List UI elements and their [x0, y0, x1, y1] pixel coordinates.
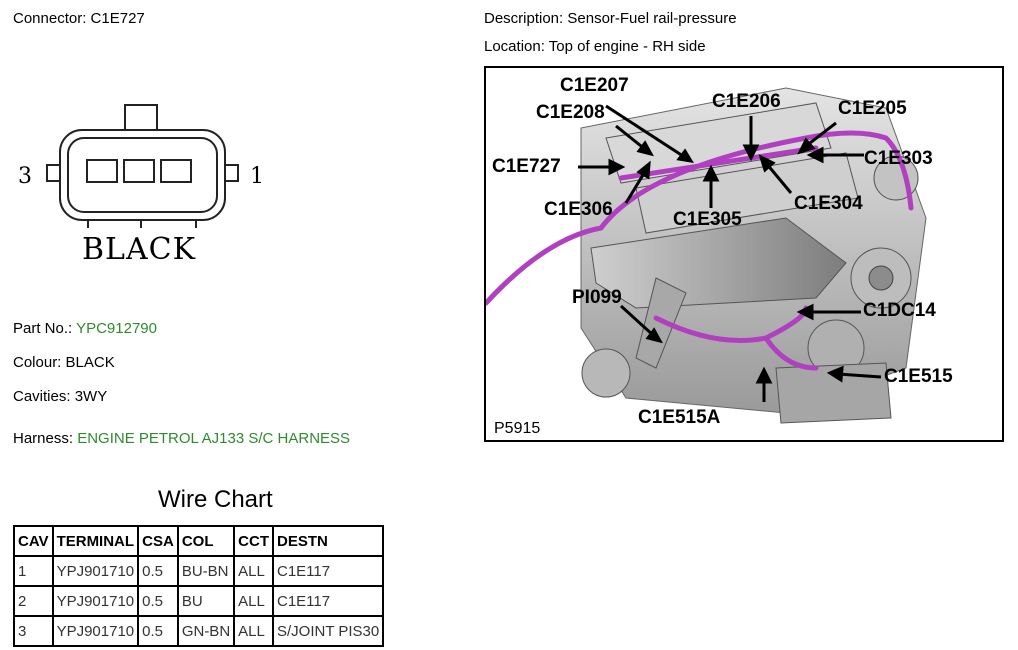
cell-cav: 2: [13, 585, 54, 617]
part-no-link[interactable]: YPC912790: [76, 320, 157, 337]
header-cav: CAV: [13, 525, 54, 557]
cell-col: BU: [176, 585, 236, 617]
cell-csa: 0.5: [137, 585, 179, 617]
callout-c1e207: C1E207: [560, 75, 629, 96]
cell-cct: ALL: [233, 585, 274, 617]
engine-illustration: [486, 87, 927, 424]
description-value: Sensor-Fuel rail-pressure: [567, 10, 737, 27]
harness-line: Harness: ENGINE PETROL AJ133 S/C HARNESS: [13, 430, 350, 447]
cell-csa: 0.5: [137, 615, 179, 647]
callout-c1e206: C1E206: [712, 91, 781, 112]
cell-cct: ALL: [233, 555, 274, 587]
cavities-value: 3WY: [74, 388, 108, 405]
table-row: 2 YPJ901710 0.5 BU ALL C1E117: [13, 585, 385, 617]
cell-col: GN-BN: [176, 615, 236, 647]
header-terminal: TERMINAL: [51, 525, 140, 557]
cavities-line: Cavities: 3WY: [13, 388, 107, 405]
connector-face-diagram: 3 1: [18, 104, 264, 228]
part-no-line: Part No.: YPC912790: [13, 320, 157, 337]
cell-terminal: YPJ901710: [51, 615, 140, 647]
callout-pi099: PI099: [572, 287, 622, 308]
cell-col: BU-BN: [176, 555, 236, 587]
cell-destn: C1E117: [271, 555, 385, 587]
wire-chart-title: Wire Chart: [158, 486, 273, 513]
callout-c1e205: C1E205: [838, 98, 907, 119]
callout-c1e305: C1E305: [673, 209, 742, 230]
location-value: Top of engine - RH side: [548, 38, 706, 55]
harness-label: Harness:: [13, 430, 74, 447]
description-line: Description: Sensor-Fuel rail-pressure: [484, 10, 737, 27]
wire-chart-table: CAV TERMINAL CSA COL CCT DESTN 1 YPJ9017…: [13, 525, 385, 647]
part-no-label: Part No.:: [13, 320, 73, 337]
cell-destn: S/JOINT PIS30: [271, 615, 385, 647]
callout-c1e515a: C1E515A: [638, 407, 721, 428]
connector-colour-label: BLACK: [82, 232, 196, 267]
location-label: Location:: [484, 38, 545, 55]
callout-c1e727: C1E727: [492, 156, 561, 177]
connector-line: Connector: C1E727: [13, 10, 145, 27]
cell-cct: ALL: [233, 615, 274, 647]
cavities-label: Cavities:: [13, 388, 71, 405]
engine-location-image: C1E207 C1E208 C1E206 C1E205 C1E727 C1E30…: [484, 66, 1004, 442]
callout-c1e306: C1E306: [544, 199, 613, 220]
header-col: COL: [176, 525, 236, 557]
cell-terminal: YPJ901710: [51, 585, 140, 617]
colour-value: BLACK: [65, 354, 115, 371]
cell-destn: C1E117: [271, 585, 385, 617]
location-line: Location: Top of engine - RH side: [484, 38, 706, 55]
connector-label: Connector:: [13, 10, 87, 27]
header-destn: DESTN: [271, 525, 385, 557]
description-label: Description:: [484, 10, 564, 27]
table-row: 3 YPJ901710 0.5 GN-BN ALL S/JOINT PIS30: [13, 615, 385, 647]
connector-value: C1E727: [90, 10, 145, 27]
cell-csa: 0.5: [137, 555, 179, 587]
harness-link[interactable]: ENGINE PETROL AJ133 S/C HARNESS: [77, 430, 351, 447]
colour-label: Colour:: [13, 354, 62, 371]
table-header-row: CAV TERMINAL CSA COL CCT DESTN: [13, 525, 385, 557]
callout-c1e303: C1E303: [864, 148, 933, 169]
cell-cav: 3: [13, 615, 54, 647]
callout-c1e515: C1E515: [884, 366, 953, 387]
table-row: 1 YPJ901710 0.5 BU-BN ALL C1E117: [13, 555, 385, 587]
pin-1-number: 1: [250, 164, 264, 189]
callout-c1e304: C1E304: [794, 193, 863, 214]
callout-c1dc14: C1DC14: [863, 300, 936, 321]
pin-3-number: 3: [18, 164, 32, 189]
cell-cav: 1: [13, 555, 54, 587]
cell-terminal: YPJ901710: [51, 555, 140, 587]
header-cct: CCT: [233, 525, 274, 557]
colour-line: Colour: BLACK: [13, 354, 115, 371]
image-code: P5915: [494, 420, 541, 437]
callout-c1e208: C1E208: [536, 102, 605, 123]
header-csa: CSA: [137, 525, 179, 557]
